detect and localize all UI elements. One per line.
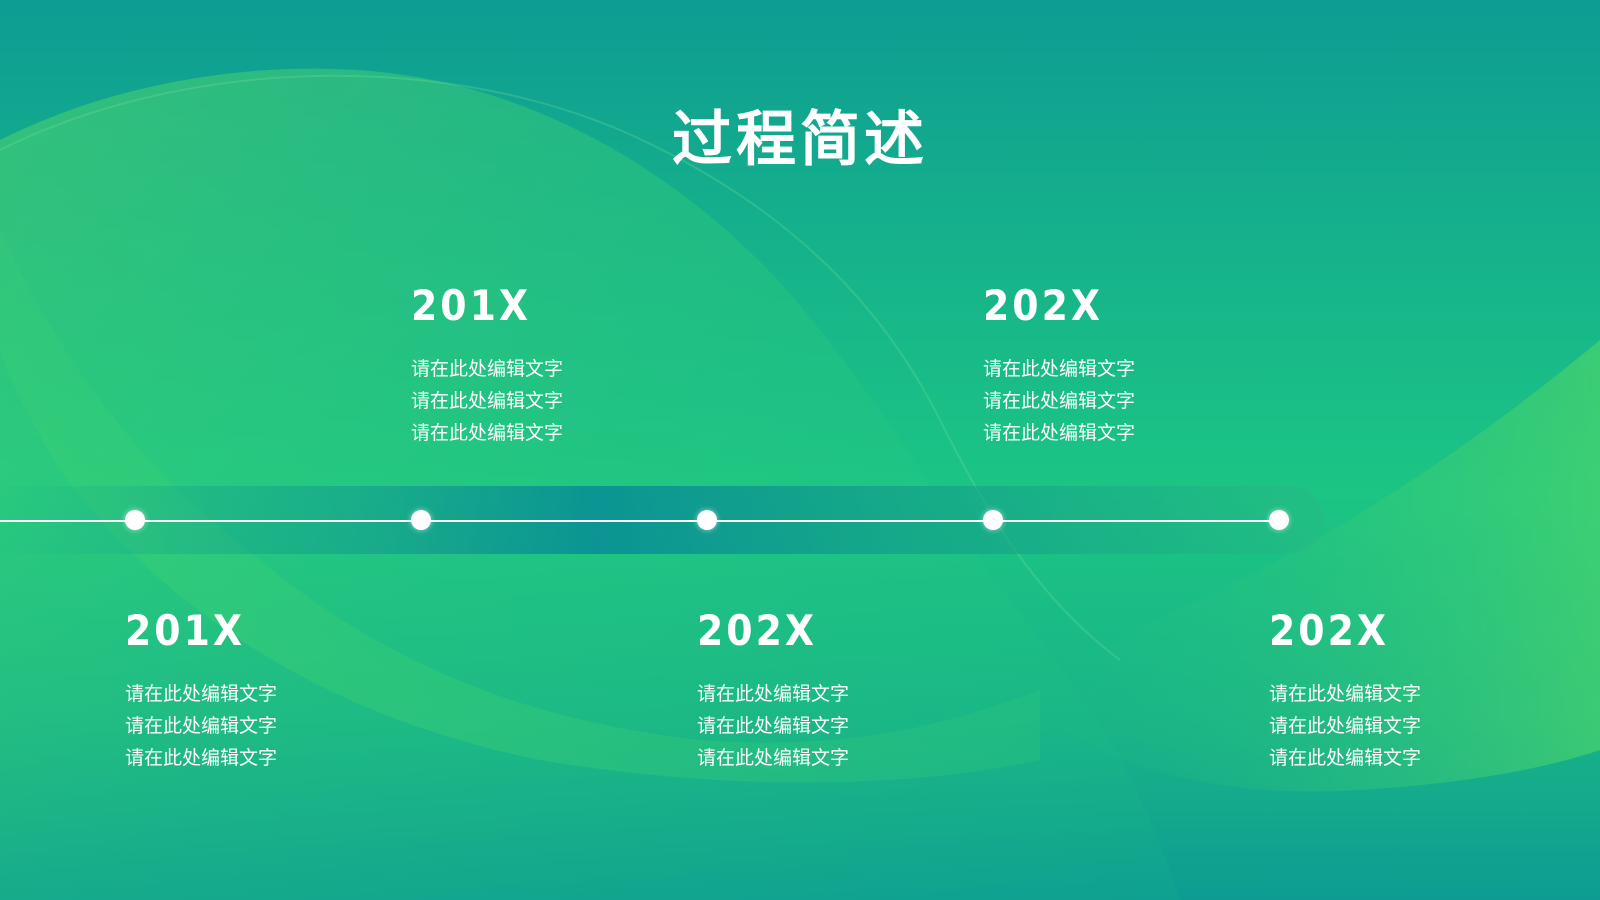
milestone-year: 201X [411,281,532,330]
milestone-text: 请在此处编辑文字 [697,747,850,769]
milestone-text: 请在此处编辑文字 [697,715,850,737]
timeline-dot [697,510,717,530]
milestone-text: 请在此处编辑文字 [125,715,278,737]
milestone-text: 请在此处编辑文字 [1269,747,1422,769]
milestone-year: 201X [125,606,246,655]
wave-shape-sweep [0,230,1040,783]
milestone-text: 请在此处编辑文字 [983,390,1136,412]
milestone-text: 请在此处编辑文字 [411,422,564,444]
milestone-text: 请在此处编辑文字 [1269,715,1422,737]
milestone-text: 请在此处编辑文字 [697,683,850,705]
milestone-5: 202X 请在此处编辑文字 请在此处编辑文字 请在此处编辑文字 [1269,606,1529,774]
milestone-text: 请在此处编辑文字 [983,422,1136,444]
milestone-text: 请在此处编辑文字 [125,747,278,769]
milestone-1: 201X 请在此处编辑文字 请在此处编辑文字 请在此处编辑文字 [125,606,385,774]
milestone-2: 201X 请在此处编辑文字 请在此处编辑文字 请在此处编辑文字 [411,281,671,449]
milestone-4: 202X 请在此处编辑文字 请在此处编辑文字 请在此处编辑文字 [983,281,1243,449]
milestone-year: 202X [983,281,1104,330]
milestone-3: 202X 请在此处编辑文字 请在此处编辑文字 请在此处编辑文字 [697,606,957,774]
timeline-line [0,520,1280,522]
timeline-dot [411,510,431,530]
milestone-year: 202X [1269,606,1390,655]
milestone-text: 请在此处编辑文字 [125,683,278,705]
wave-shape-left [0,68,1180,900]
milestone-text: 请在此处编辑文字 [983,358,1136,380]
timeline-dot [983,510,1003,530]
wave-shape-right [1000,340,1600,792]
milestone-text: 请在此处编辑文字 [1269,683,1422,705]
milestone-text: 请在此处编辑文字 [411,390,564,412]
milestone-year: 202X [697,606,818,655]
milestone-text: 请在此处编辑文字 [411,358,564,380]
page-title: 过程简述 [672,105,928,175]
timeline-dot [125,510,145,530]
timeline-dot [1269,510,1289,530]
